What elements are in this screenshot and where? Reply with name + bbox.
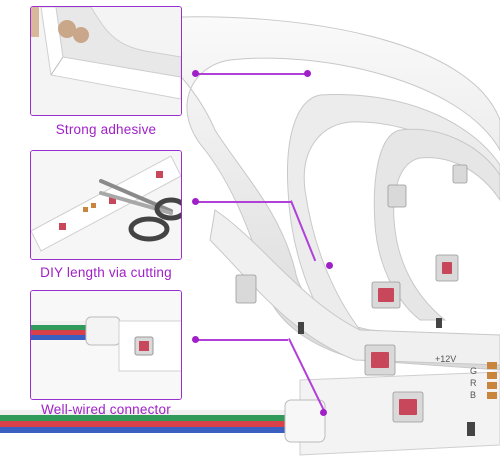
leader-line-cutting bbox=[196, 201, 291, 203]
connector-thumbnail bbox=[30, 290, 182, 400]
feature-label-connector: Well-wired connector bbox=[41, 402, 171, 417]
callout-dot-adhesive-end bbox=[304, 70, 311, 77]
feature-label-adhesive: Strong adhesive bbox=[55, 122, 157, 137]
leader-line-connector bbox=[196, 339, 288, 341]
adhesive-thumbnail bbox=[30, 6, 182, 116]
pin-label-r: R bbox=[470, 378, 477, 388]
adhesive-tape-icon bbox=[31, 7, 181, 115]
scissors-icon bbox=[31, 151, 181, 259]
callout-dot-cutting bbox=[192, 198, 199, 205]
wire-bundle bbox=[0, 410, 290, 433]
leader-line-adhesive bbox=[196, 73, 308, 75]
feature-label-cutting: DIY length via cutting bbox=[40, 265, 172, 280]
callout-dot-cutting-end bbox=[326, 262, 333, 269]
pin-label-12v: +12V bbox=[435, 354, 456, 364]
pin-label-g: G bbox=[470, 366, 477, 376]
connector-icon bbox=[31, 291, 181, 399]
callout-dot-connector bbox=[192, 336, 199, 343]
callout-dot-connector-end bbox=[320, 409, 327, 416]
callout-dot-adhesive bbox=[192, 70, 199, 77]
cutting-thumbnail bbox=[30, 150, 182, 260]
connector-housing bbox=[284, 399, 326, 443]
pin-label-b: B bbox=[470, 390, 476, 400]
